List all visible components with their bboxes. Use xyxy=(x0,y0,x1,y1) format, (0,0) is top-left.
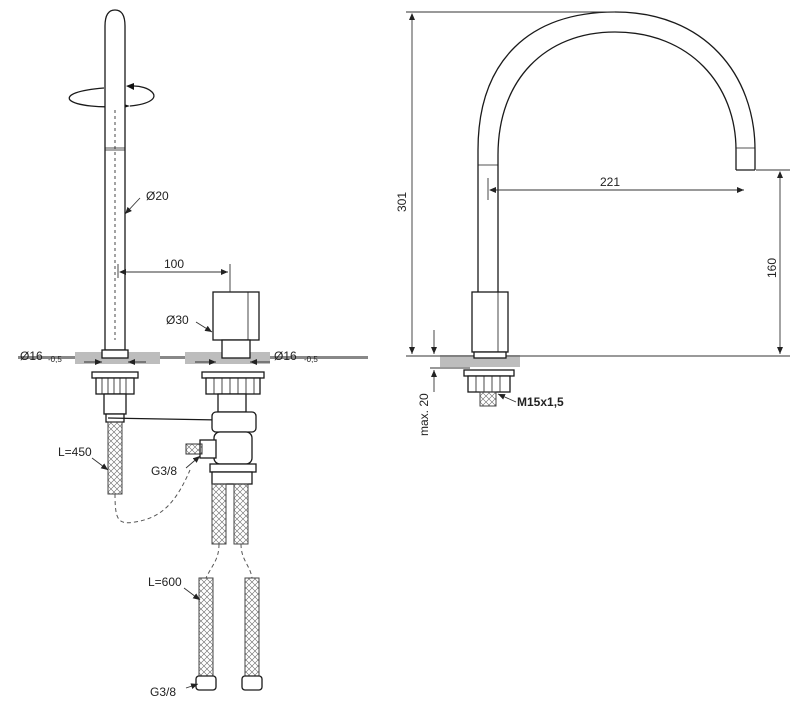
mixing-valve xyxy=(107,411,257,485)
outlet-height-dimension xyxy=(520,169,790,357)
spout-diameter-label: Ø20 xyxy=(146,189,169,203)
supply-hoses xyxy=(195,483,263,691)
hole-left-label: Ø16 xyxy=(20,349,43,363)
max-thickness-label: max. 20 xyxy=(417,393,431,436)
short-hose-label: L=450 xyxy=(58,445,92,459)
front-view: Ø20 100 Ø30 Ø16 -0,5 Ø16 -0,5 L=450 G3/8… xyxy=(18,9,368,699)
outlet-height-label: 160 xyxy=(765,258,779,278)
handle-body xyxy=(201,291,265,413)
thread-leader xyxy=(497,393,517,403)
hole-right-label: Ø16 xyxy=(274,349,297,363)
gooseneck-spout xyxy=(463,11,756,407)
short-hose-leader xyxy=(91,457,109,471)
spacing-label: 100 xyxy=(164,257,184,271)
height-total-label: 301 xyxy=(395,192,409,212)
handle-diameter-label: Ø30 xyxy=(166,313,189,327)
short-hose xyxy=(107,421,191,524)
long-hose-label: L=600 xyxy=(148,575,182,589)
spout-diameter-leader xyxy=(124,197,141,215)
bottom-connection-leader xyxy=(185,683,199,690)
reach-dimension xyxy=(487,178,744,200)
mid-connection-label: G3/8 xyxy=(151,464,177,478)
spacing-dimension xyxy=(117,264,231,292)
mid-connection-leader xyxy=(185,455,201,469)
thread-label: M15x1,5 xyxy=(517,395,564,409)
height-dimension xyxy=(406,11,615,357)
reach-label: 221 xyxy=(600,175,620,189)
bottom-connection-label: G3/8 xyxy=(150,685,176,699)
spout-body xyxy=(104,9,126,351)
thickness-dimension xyxy=(430,330,470,392)
hole-left-tolerance: -0,5 xyxy=(48,355,62,364)
hole-right-tolerance: -0,5 xyxy=(304,355,318,364)
long-hose-leader xyxy=(183,587,201,601)
side-view: 301 221 160 max. 20 M15x1,5 xyxy=(395,11,790,436)
handle-diameter-leader xyxy=(195,321,213,333)
